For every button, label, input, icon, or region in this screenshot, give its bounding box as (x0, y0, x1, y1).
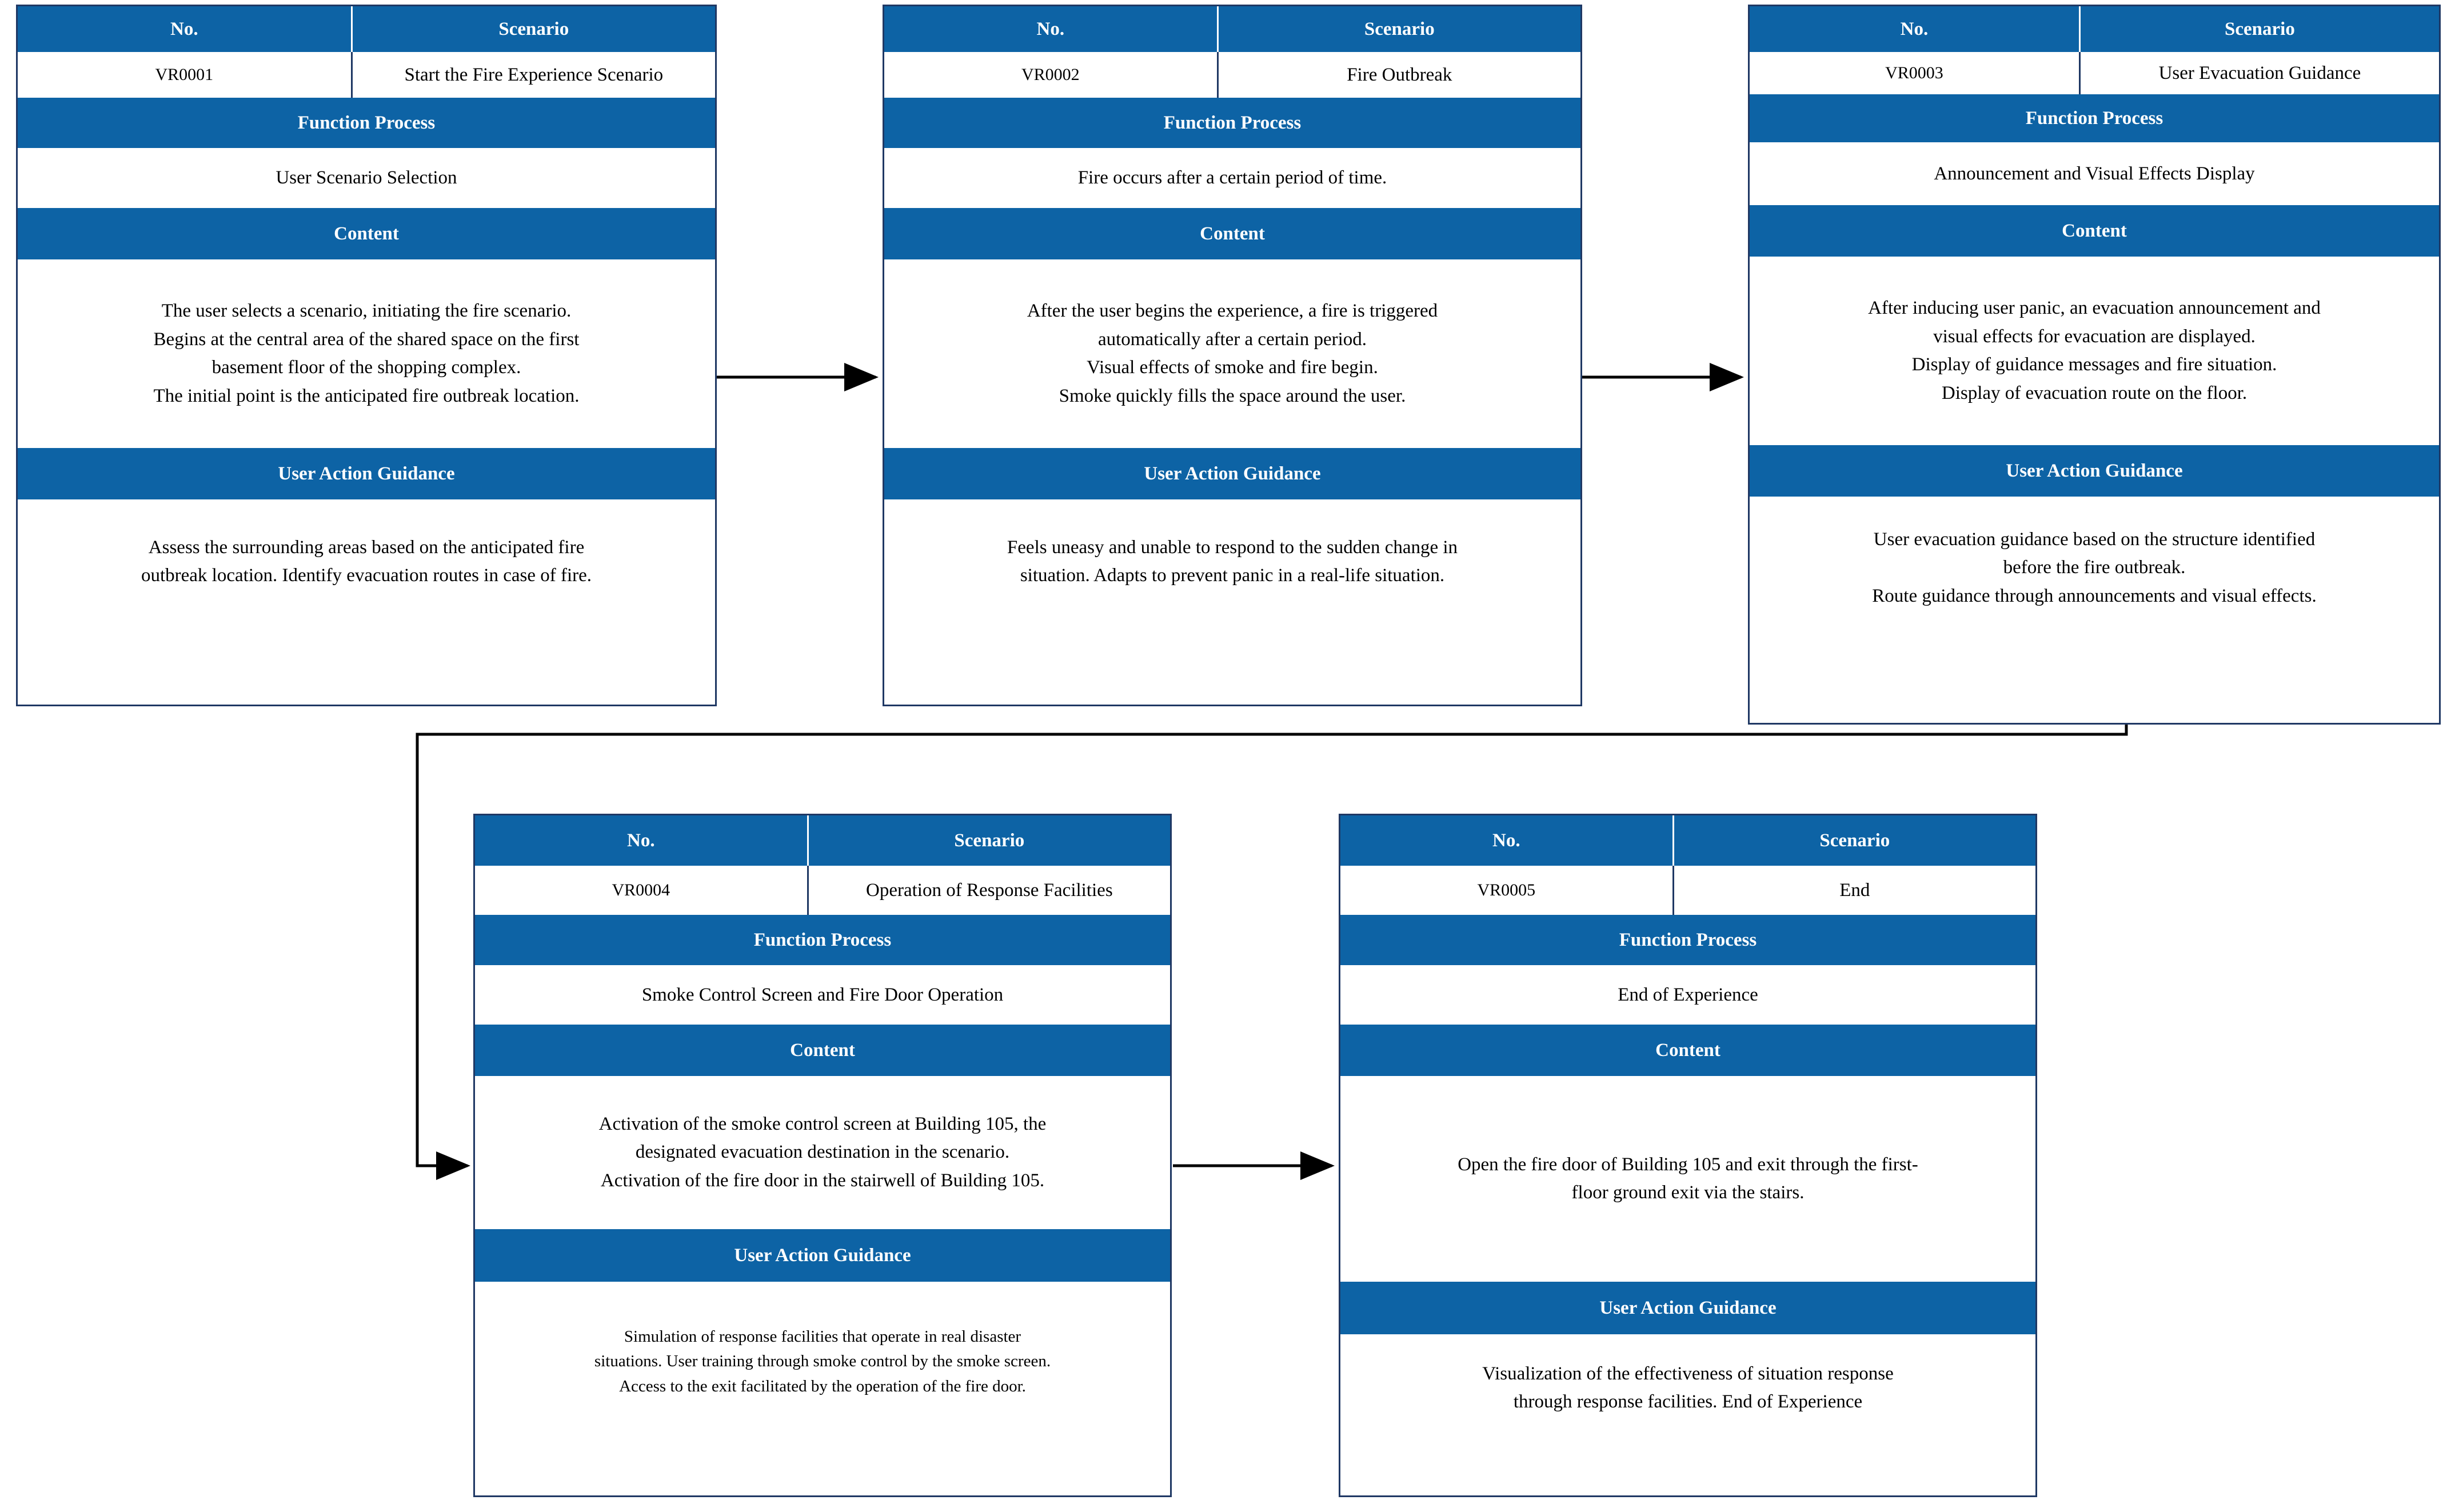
scenario-id: VR0004 (475, 866, 809, 915)
scenario-card-vr0001: No. Scenario VR0001 Start the Fire Exper… (16, 5, 717, 706)
guidance-line: through response facilities. End of Expe… (1513, 1391, 1863, 1412)
guidance-line: Simulation of response facilities that o… (624, 1327, 1021, 1346)
column-header-scenario: Scenario (808, 815, 1170, 866)
guidance-line: Assess the surrounding areas based on th… (148, 537, 585, 558)
content-line: Display of evacuation route on the floor… (1941, 382, 2248, 403)
guidance-line: Feels uneasy and unable to respond to th… (1007, 537, 1458, 558)
section-header-user-action-guidance: User Action Guidance (18, 448, 715, 499)
guidance-line: before the fire outbreak. (2003, 557, 2186, 578)
column-header-scenario: Scenario (1218, 6, 1580, 52)
section-header-content: Content (475, 1025, 1170, 1076)
content-line: automatically after a certain period. (1097, 329, 1367, 350)
content-line: Begins at the central area of the shared… (153, 329, 580, 350)
card-id-row: VR0002 Fire Outbreak (884, 52, 1580, 98)
guidance-line: outbreak location. Identify evacuation r… (141, 565, 592, 586)
column-header-scenario: Scenario (1674, 815, 2035, 866)
section-header-function-process: Function Process (1340, 915, 2035, 965)
section-header-user-action-guidance: User Action Guidance (1340, 1282, 2035, 1334)
content-line: Open the fire door of Building 105 and e… (1458, 1154, 1918, 1175)
scenario-name: Start the Fire Experience Scenario (352, 52, 715, 98)
card-header-row: No. Scenario (475, 815, 1170, 866)
card-header-row: No. Scenario (884, 6, 1580, 52)
scenario-name: Operation of Response Facilities (808, 866, 1170, 915)
scenario-id: VR0003 (1750, 52, 2081, 94)
column-header-no: No. (884, 6, 1219, 52)
column-header-scenario: Scenario (2080, 6, 2439, 52)
guidance-line: Route guidance through announcements and… (1872, 585, 2317, 606)
section-header-content: Content (884, 208, 1580, 259)
content-line: Activation of the smoke control screen a… (598, 1113, 1047, 1134)
scenario-id: VR0002 (884, 52, 1219, 98)
section-header-function-process: Function Process (1750, 94, 2439, 142)
column-header-scenario: Scenario (352, 6, 715, 52)
scenario-card-vr0002: No. Scenario VR0002 Fire Outbreak Functi… (883, 5, 1582, 706)
function-process-value: Fire occurs after a certain period of ti… (884, 148, 1580, 208)
content-value: After the user begins the experience, a … (884, 259, 1580, 448)
content-line: floor ground exit via the stairs. (1571, 1182, 1805, 1203)
column-header-no: No. (18, 6, 353, 52)
card-id-row: VR0004 Operation of Response Facilities (475, 866, 1170, 915)
function-process-value: Announcement and Visual Effects Display (1750, 142, 2439, 205)
card-header-row: No. Scenario (1750, 6, 2439, 52)
user-action-guidance-value: Simulation of response facilities that o… (475, 1282, 1170, 1442)
scenario-card-vr0005: No. Scenario VR0005 End Function Process… (1339, 814, 2037, 1497)
scenario-id: VR0001 (18, 52, 353, 98)
section-header-function-process: Function Process (18, 98, 715, 148)
content-line: Smoke quickly fills the space around the… (1059, 385, 1406, 406)
section-header-content: Content (18, 208, 715, 259)
function-process-value: User Scenario Selection (18, 148, 715, 208)
guidance-line: User evacuation guidance based on the st… (1873, 529, 2316, 550)
section-header-function-process: Function Process (884, 98, 1580, 148)
user-action-guidance-value: Feels uneasy and unable to respond to th… (884, 499, 1580, 624)
scenario-card-vr0003: No. Scenario VR0003 User Evacuation Guid… (1748, 5, 2441, 725)
column-header-no: No. (1340, 815, 1674, 866)
guidance-line: situation. Adapts to prevent panic in a … (1020, 565, 1445, 586)
user-action-guidance-value: Visualization of the effectiveness of si… (1340, 1334, 2035, 1442)
column-header-no: No. (1750, 6, 2081, 52)
guidance-line: Access to the exit facilitated by the op… (619, 1377, 1026, 1395)
card-id-row: VR0005 End (1340, 866, 2035, 915)
content-line: Display of guidance messages and fire si… (1911, 354, 2277, 375)
function-process-value: Smoke Control Screen and Fire Door Opera… (475, 965, 1170, 1025)
content-line: The initial point is the anticipated fir… (153, 385, 580, 406)
card-header-row: No. Scenario (18, 6, 715, 52)
section-header-content: Content (1750, 205, 2439, 257)
card-id-row: VR0001 Start the Fire Experience Scenari… (18, 52, 715, 98)
scenario-name: End (1674, 866, 2035, 915)
content-value: After inducing user panic, an evacuation… (1750, 257, 2439, 445)
content-line: After the user begins the experience, a … (1027, 301, 1438, 321)
content-line: designated evacuation destination in the… (635, 1142, 1010, 1163)
column-header-no: No. (475, 815, 809, 866)
content-line: visual effects for evacuation are displa… (1933, 326, 2256, 347)
content-value: The user selects a scenario, initiating … (18, 259, 715, 448)
section-header-content: Content (1340, 1025, 2035, 1076)
section-header-user-action-guidance: User Action Guidance (475, 1229, 1170, 1282)
content-value: Open the fire door of Building 105 and e… (1340, 1076, 2035, 1282)
scenario-id: VR0005 (1340, 866, 1674, 915)
section-header-function-process: Function Process (475, 915, 1170, 965)
content-line: Activation of the fire door in the stair… (600, 1170, 1045, 1191)
card-id-row: VR0003 User Evacuation Guidance (1750, 52, 2439, 94)
content-line: Visual effects of smoke and fire begin. (1087, 357, 1378, 378)
content-line: basement floor of the shopping complex. (211, 357, 521, 378)
guidance-line: Visualization of the effectiveness of si… (1482, 1363, 1894, 1384)
content-line: After inducing user panic, an evacuation… (1868, 298, 2321, 318)
content-value: Activation of the smoke control screen a… (475, 1076, 1170, 1229)
section-header-user-action-guidance: User Action Guidance (884, 448, 1580, 499)
card-header-row: No. Scenario (1340, 815, 2035, 866)
user-action-guidance-value: Assess the surrounding areas based on th… (18, 499, 715, 624)
guidance-line: situations. User training through smoke … (594, 1352, 1051, 1371)
user-action-guidance-value: User evacuation guidance based on the st… (1750, 497, 2439, 639)
scenario-card-vr0004: No. Scenario VR0004 Operation of Respons… (473, 814, 1172, 1497)
scenario-name: User Evacuation Guidance (2080, 52, 2439, 94)
section-header-user-action-guidance: User Action Guidance (1750, 445, 2439, 497)
scenario-name: Fire Outbreak (1218, 52, 1580, 98)
content-line: The user selects a scenario, initiating … (161, 301, 572, 321)
function-process-value: End of Experience (1340, 965, 2035, 1025)
